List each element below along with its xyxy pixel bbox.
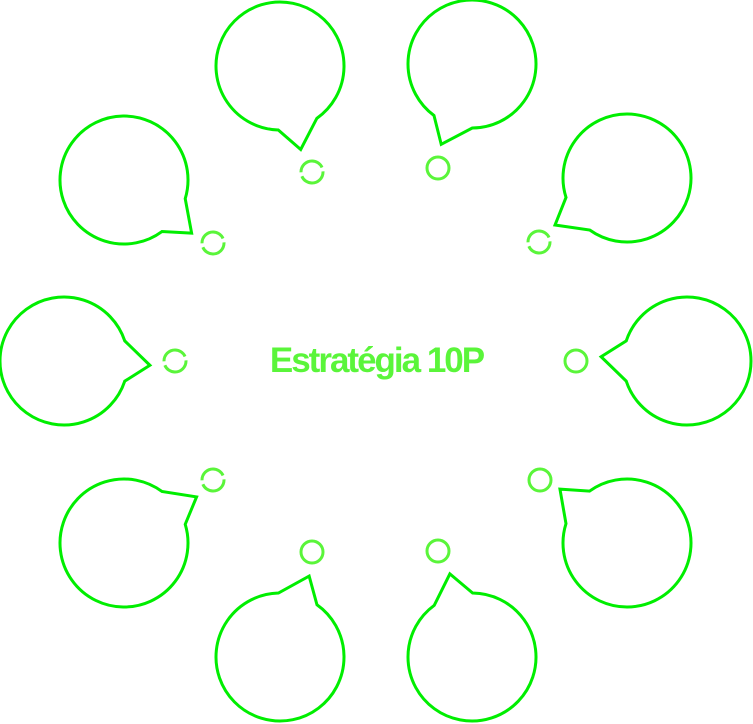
connector-ring-2 <box>425 155 451 181</box>
speech-bubble-8 <box>58 477 199 609</box>
connector-ring-7 <box>299 539 325 565</box>
connector-ring-1 <box>299 159 325 185</box>
speech-bubble-4 <box>598 295 753 427</box>
connector-ring-6 <box>425 538 451 564</box>
speech-bubble-2 <box>406 0 538 147</box>
diagram-title: Estratégia 10P <box>269 341 485 380</box>
speech-bubble-10 <box>58 114 194 246</box>
connector-ring-10 <box>200 230 226 256</box>
speech-bubble-9 <box>0 295 153 427</box>
connector-ring-4 <box>563 348 589 374</box>
speech-bubble-7 <box>214 573 346 723</box>
connector-ring-3 <box>526 229 552 255</box>
speech-bubble-6 <box>406 571 538 723</box>
connector-ring-5 <box>527 467 553 493</box>
speech-bubble-3 <box>552 112 693 244</box>
speech-bubble-1 <box>214 0 346 152</box>
speech-bubble-5 <box>558 477 693 609</box>
connector-ring-8 <box>200 467 226 493</box>
connector-ring-9 <box>162 348 188 374</box>
